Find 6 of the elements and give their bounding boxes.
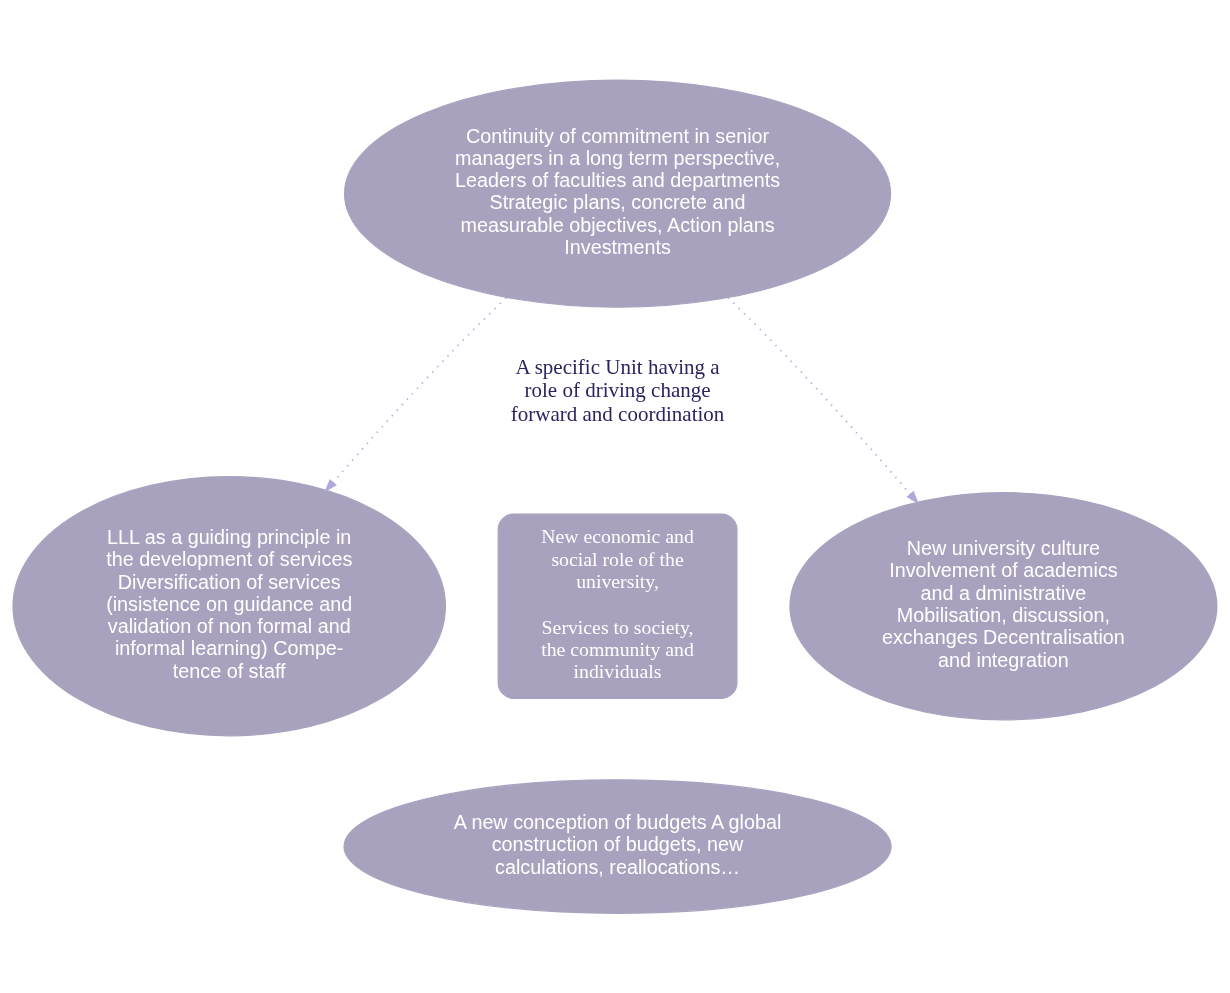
arrow	[727, 296, 919, 505]
arrow	[324, 296, 508, 493]
node-ellipse: A new conception of budgets A global construction of budgets, new calculations, reallocations…	[343, 779, 892, 914]
node-ellipse: Continuity of commitment in senior managers in a long term perspective, Leaders of faculties and departments Strategic plans, concrete and measurable objectives, Action plans Investments	[343, 79, 892, 308]
label: A specific Unit having a role of driving change forward and coordination	[510, 354, 725, 426]
node-box: New economic and social role of the university, Services to society, the community and individuals	[497, 513, 738, 699]
